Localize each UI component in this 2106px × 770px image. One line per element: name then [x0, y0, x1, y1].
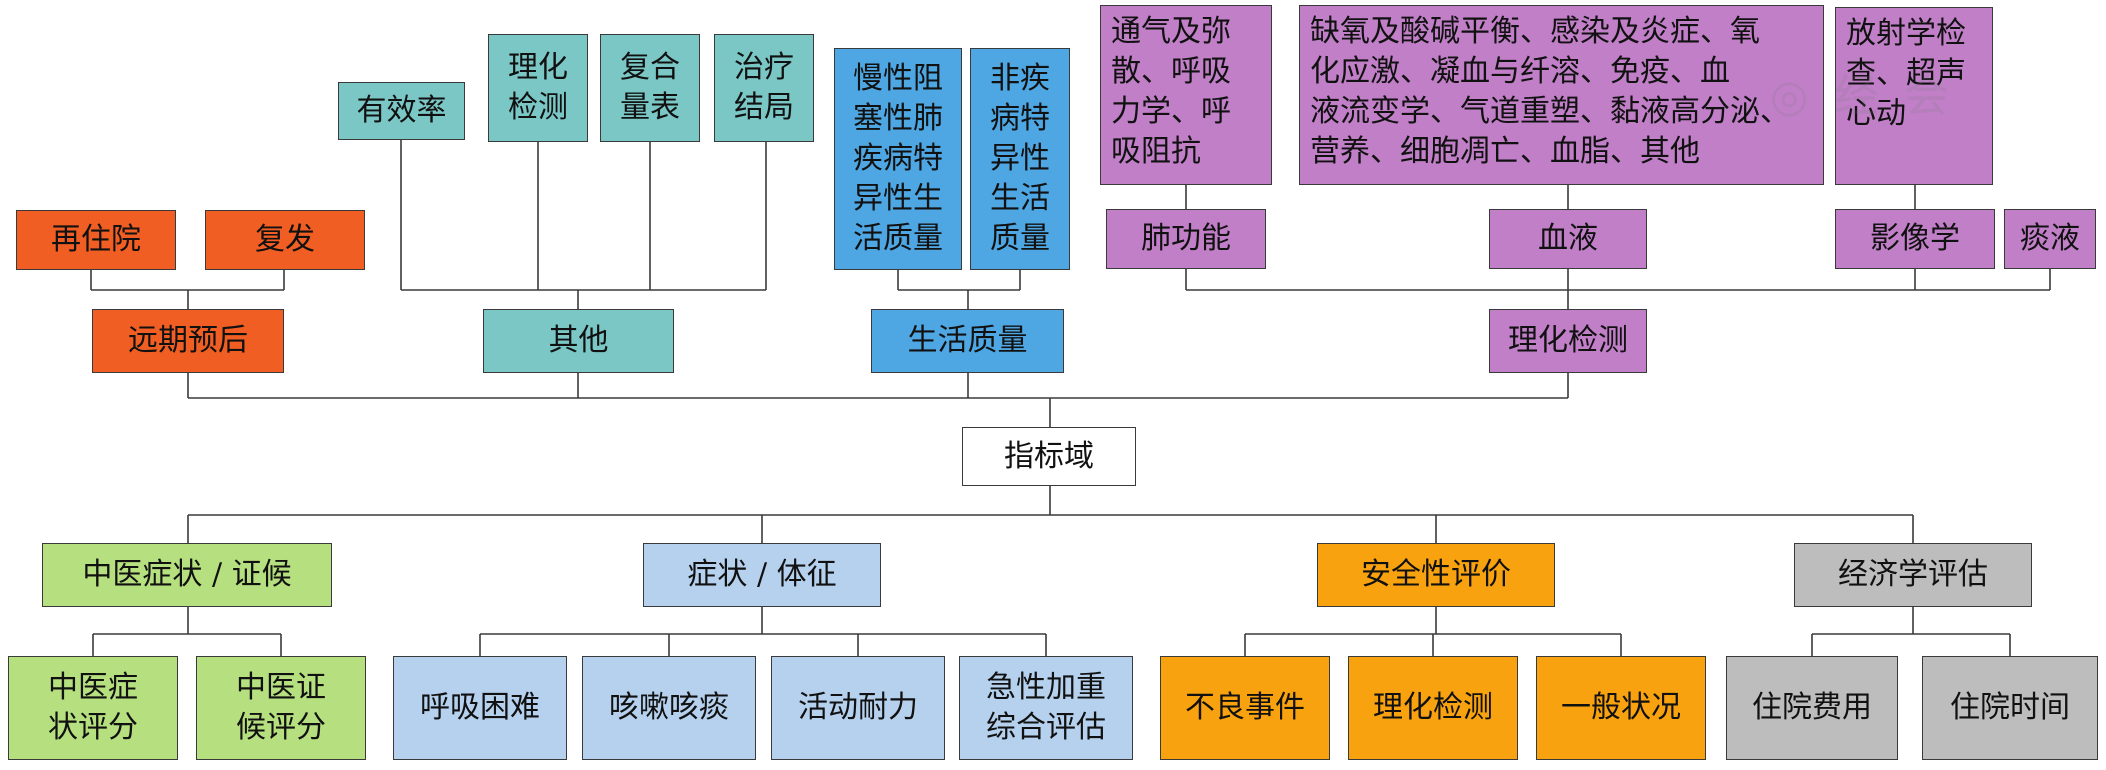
non-disease-specific-qol-node: 非疾病特异性生活质量	[970, 48, 1070, 270]
exacerbation-assessment-node: 急性加重综合评估	[959, 656, 1133, 760]
tcm-symptom-score-text: 中医症状评分	[48, 670, 138, 745]
hospitalization-cost-node: 住院费用	[1726, 656, 1898, 760]
imaging-detail-text: 放射学检查、超声心动	[1846, 16, 1966, 131]
other-lab-tests-node: 理化检测	[488, 34, 588, 142]
other-node: 其他	[483, 309, 674, 373]
cough-sputum-node: 咳嗽咳痰	[582, 656, 756, 760]
relapse-node: 复发	[205, 210, 365, 270]
treatment-outcome-text: 治疗结局	[734, 50, 794, 125]
lung-function-detail-text: 通气及弥散、呼吸力学、呼吸阻抗	[1111, 14, 1231, 169]
tcm-syndrome-score-node: 中医证候评分	[196, 656, 366, 760]
tcm-symptom-score-node: 中医症状评分	[8, 656, 178, 760]
blood-detail-text: 缺氧及酸碱平衡、感染及炎症、氧化应激、凝血与纤溶、免疫、血液流变学、气道重塑、黏…	[1310, 14, 1790, 169]
lung-function-node: 肺功能	[1106, 209, 1266, 269]
non-disease-specific-qol-text: 非疾病特异性生活质量	[990, 61, 1050, 256]
imaging-node: 影像学	[1835, 209, 1995, 269]
tcm-syndrome-score-text: 中医证候评分	[236, 670, 326, 745]
exercise-tolerance-node: 活动耐力	[771, 656, 945, 760]
sputum-node: 痰液	[2004, 209, 2096, 269]
quality-of-life-node: 生活质量	[871, 309, 1064, 373]
safety-lab-tests-node: 理化检测	[1348, 656, 1518, 760]
efficacy-rate-node: 有效率	[338, 82, 465, 140]
imaging-detail: 放射学检查、超声心动	[1835, 7, 1993, 185]
tcm-symptoms-node: 中医症状 / 证候	[42, 543, 332, 607]
copd-specific-qol-text: 慢性阻塞性肺疾病特异性生活质量	[853, 61, 943, 256]
root-node: 指标域	[962, 427, 1136, 486]
blood-node: 血液	[1489, 209, 1647, 269]
other-lab-tests-line-1: 理化检测	[508, 50, 568, 125]
composite-scale-text: 复合量表	[620, 50, 680, 125]
symptoms-signs-node: 症状 / 体征	[643, 543, 881, 607]
exacerbation-assessment-text: 急性加重综合评估	[986, 670, 1106, 745]
long-term-prognosis-node: 远期预后	[92, 309, 284, 373]
readmission-node: 再住院	[16, 210, 176, 270]
composite-scale-node: 复合量表	[600, 34, 700, 142]
safety-evaluation-node: 安全性评价	[1317, 543, 1555, 607]
copd-specific-qol-node: 慢性阻塞性肺疾病特异性生活质量	[834, 48, 962, 270]
adverse-events-node: 不良事件	[1160, 656, 1330, 760]
economic-evaluation-node: 经济学评估	[1794, 543, 2032, 607]
blood-detail: 缺氧及酸碱平衡、感染及炎症、氧化应激、凝血与纤溶、免疫、血液流变学、气道重塑、黏…	[1299, 5, 1824, 185]
lab-tests-node: 理化检测	[1489, 309, 1647, 373]
dyspnea-node: 呼吸困难	[393, 656, 567, 760]
treatment-outcome-node: 治疗结局	[714, 34, 814, 142]
general-condition-node: 一般状况	[1536, 656, 1706, 760]
lung-function-detail: 通气及弥散、呼吸力学、呼吸阻抗	[1100, 5, 1272, 185]
hospitalization-time-node: 住院时间	[1922, 656, 2098, 760]
